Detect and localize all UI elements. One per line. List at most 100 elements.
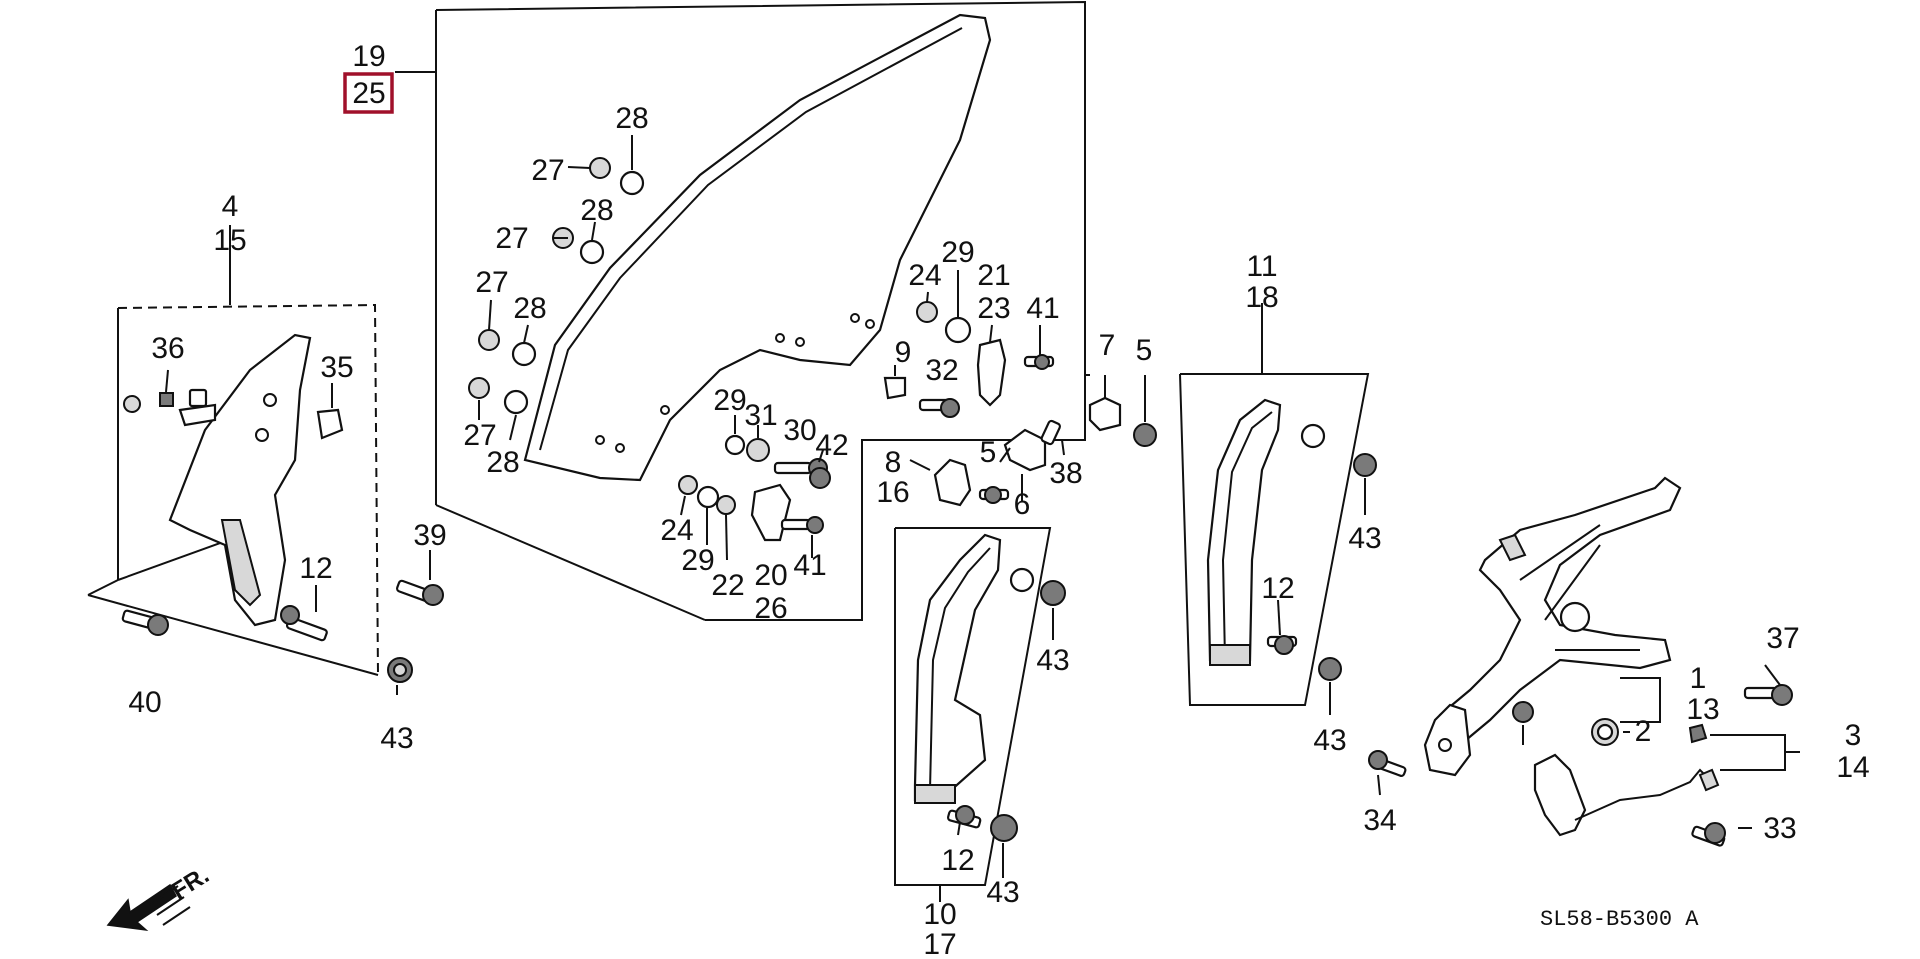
callout-29-b[interactable]: 29 bbox=[681, 544, 714, 577]
svg-text:32: 32 bbox=[925, 354, 958, 387]
callout-29-a[interactable]: 29 bbox=[713, 384, 746, 417]
svg-text:2: 2 bbox=[1635, 715, 1652, 748]
callout-24-a[interactable]: 24 bbox=[660, 514, 693, 547]
callout-28-c[interactable]: 28 bbox=[513, 292, 546, 325]
callout-15[interactable]: 15 bbox=[213, 224, 246, 257]
callout-22[interactable]: 22 bbox=[711, 569, 744, 602]
callout-17[interactable]: 17 bbox=[923, 928, 956, 959]
callout-28-d[interactable]: 28 bbox=[486, 446, 519, 479]
callout-34[interactable]: 34 bbox=[1363, 804, 1396, 837]
callout-7[interactable]: 7 bbox=[1099, 329, 1116, 362]
svg-text:24: 24 bbox=[908, 259, 941, 292]
svg-text:3: 3 bbox=[1845, 719, 1862, 752]
rear-run-channel-group bbox=[1179, 303, 1377, 715]
callout-29-c[interactable]: 29 bbox=[941, 236, 974, 269]
svg-text:7: 7 bbox=[1099, 329, 1116, 362]
callout-43-a[interactable]: 43 bbox=[380, 722, 413, 755]
callout-40[interactable]: 40 bbox=[128, 686, 161, 719]
svg-text:22: 22 bbox=[711, 569, 744, 602]
svg-text:4: 4 bbox=[222, 190, 239, 223]
callout-33[interactable]: 33 bbox=[1763, 812, 1796, 845]
callout-28-b[interactable]: 28 bbox=[580, 194, 613, 227]
svg-text:36: 36 bbox=[151, 332, 184, 365]
callout-23[interactable]: 23 bbox=[977, 292, 1010, 325]
svg-text:43: 43 bbox=[1313, 724, 1346, 757]
svg-text:43: 43 bbox=[380, 722, 413, 755]
callout-3[interactable]: 3 bbox=[1845, 719, 1862, 752]
callout-12-a[interactable]: 12 bbox=[299, 552, 332, 585]
callout-9[interactable]: 9 bbox=[895, 336, 912, 369]
callout-6[interactable]: 6 bbox=[1014, 488, 1031, 521]
svg-text:12: 12 bbox=[941, 844, 974, 877]
callout-32[interactable]: 32 bbox=[925, 354, 958, 387]
svg-text:41: 41 bbox=[793, 549, 826, 582]
svg-text:21: 21 bbox=[977, 259, 1010, 292]
callout-27-c[interactable]: 27 bbox=[475, 266, 508, 299]
rear-run-channel-icon[interactable] bbox=[1206, 398, 1282, 662]
callout-20[interactable]: 20 bbox=[754, 559, 787, 592]
svg-text:11: 11 bbox=[1246, 250, 1277, 283]
svg-text:14: 14 bbox=[1836, 751, 1869, 784]
svg-text:18: 18 bbox=[1245, 281, 1278, 314]
svg-text:28: 28 bbox=[580, 194, 613, 227]
front-direction-arrow-icon: FR. bbox=[106, 862, 214, 932]
callout-31[interactable]: 31 bbox=[744, 399, 777, 432]
callout-18[interactable]: 18 bbox=[1245, 281, 1278, 314]
left-bolts bbox=[387, 550, 444, 695]
callout-4[interactable]: 4 bbox=[222, 190, 239, 223]
svg-text:9: 9 bbox=[895, 336, 912, 369]
callout-27-b[interactable]: 27 bbox=[495, 222, 528, 255]
callout-27-d[interactable]: 27 bbox=[463, 419, 496, 452]
callout-24-b[interactable]: 24 bbox=[908, 259, 941, 292]
front-run-channel-icon[interactable] bbox=[913, 533, 1002, 802]
callout-21[interactable]: 21 bbox=[977, 259, 1010, 292]
door-glass-icon[interactable] bbox=[523, 13, 992, 482]
callout-26[interactable]: 26 bbox=[754, 592, 787, 625]
svg-text:28: 28 bbox=[513, 292, 546, 325]
front-sash-bracket-icon[interactable] bbox=[168, 333, 312, 627]
svg-text:15: 15 bbox=[213, 224, 246, 257]
svg-text:34: 34 bbox=[1363, 804, 1396, 837]
callout-16[interactable]: 16 bbox=[876, 476, 909, 509]
callout-2[interactable]: 2 bbox=[1635, 715, 1652, 748]
callout-39[interactable]: 39 bbox=[413, 519, 446, 552]
callout-42[interactable]: 42 bbox=[815, 429, 848, 462]
svg-text:27: 27 bbox=[463, 419, 496, 452]
callout-13[interactable]: 13 bbox=[1686, 693, 1719, 726]
callout-35[interactable]: 35 bbox=[320, 351, 353, 384]
callout-5-a[interactable]: 5 bbox=[980, 436, 997, 469]
callout-11[interactable]: 11 bbox=[1246, 250, 1277, 283]
window-regulator-assembly bbox=[1368, 476, 1800, 847]
callout-41-a[interactable]: 41 bbox=[793, 549, 826, 582]
callout-41-b[interactable]: 41 bbox=[1026, 292, 1059, 325]
svg-text:29: 29 bbox=[941, 236, 974, 269]
callout-43-d[interactable]: 43 bbox=[1348, 522, 1381, 555]
svg-text:8: 8 bbox=[885, 446, 902, 479]
svg-text:12: 12 bbox=[1261, 572, 1294, 605]
svg-text:27: 27 bbox=[475, 266, 508, 299]
svg-text:20: 20 bbox=[754, 559, 787, 592]
callout-27-a[interactable]: 27 bbox=[531, 154, 564, 187]
callout-30[interactable]: 30 bbox=[783, 414, 816, 447]
callout-28-a[interactable]: 28 bbox=[615, 102, 648, 135]
callout-36[interactable]: 36 bbox=[151, 332, 184, 365]
window-regulator-icon[interactable] bbox=[1438, 476, 1682, 747]
callout-43-c[interactable]: 43 bbox=[986, 876, 1019, 909]
callout-8[interactable]: 8 bbox=[885, 446, 902, 479]
callout-1[interactable]: 1 bbox=[1690, 662, 1707, 695]
callout-10[interactable]: 10 bbox=[923, 898, 956, 931]
svg-text:30: 30 bbox=[783, 414, 816, 447]
callout-19[interactable]: 19 bbox=[352, 40, 385, 73]
callout-14[interactable]: 14 bbox=[1836, 751, 1869, 784]
svg-text:42: 42 bbox=[815, 429, 848, 462]
callout-25-selected[interactable]: 25 bbox=[343, 72, 394, 114]
front-run-channel-group bbox=[894, 527, 1066, 902]
callout-38[interactable]: 38 bbox=[1049, 457, 1082, 490]
callout-12-b[interactable]: 12 bbox=[941, 844, 974, 877]
callout-43-e[interactable]: 43 bbox=[1313, 724, 1346, 757]
callout-43-b[interactable]: 43 bbox=[1036, 644, 1069, 677]
callout-37[interactable]: 37 bbox=[1766, 622, 1799, 655]
callout-12-c[interactable]: 12 bbox=[1261, 572, 1294, 605]
svg-text:43: 43 bbox=[986, 876, 1019, 909]
callout-5-b[interactable]: 5 bbox=[1136, 334, 1153, 367]
